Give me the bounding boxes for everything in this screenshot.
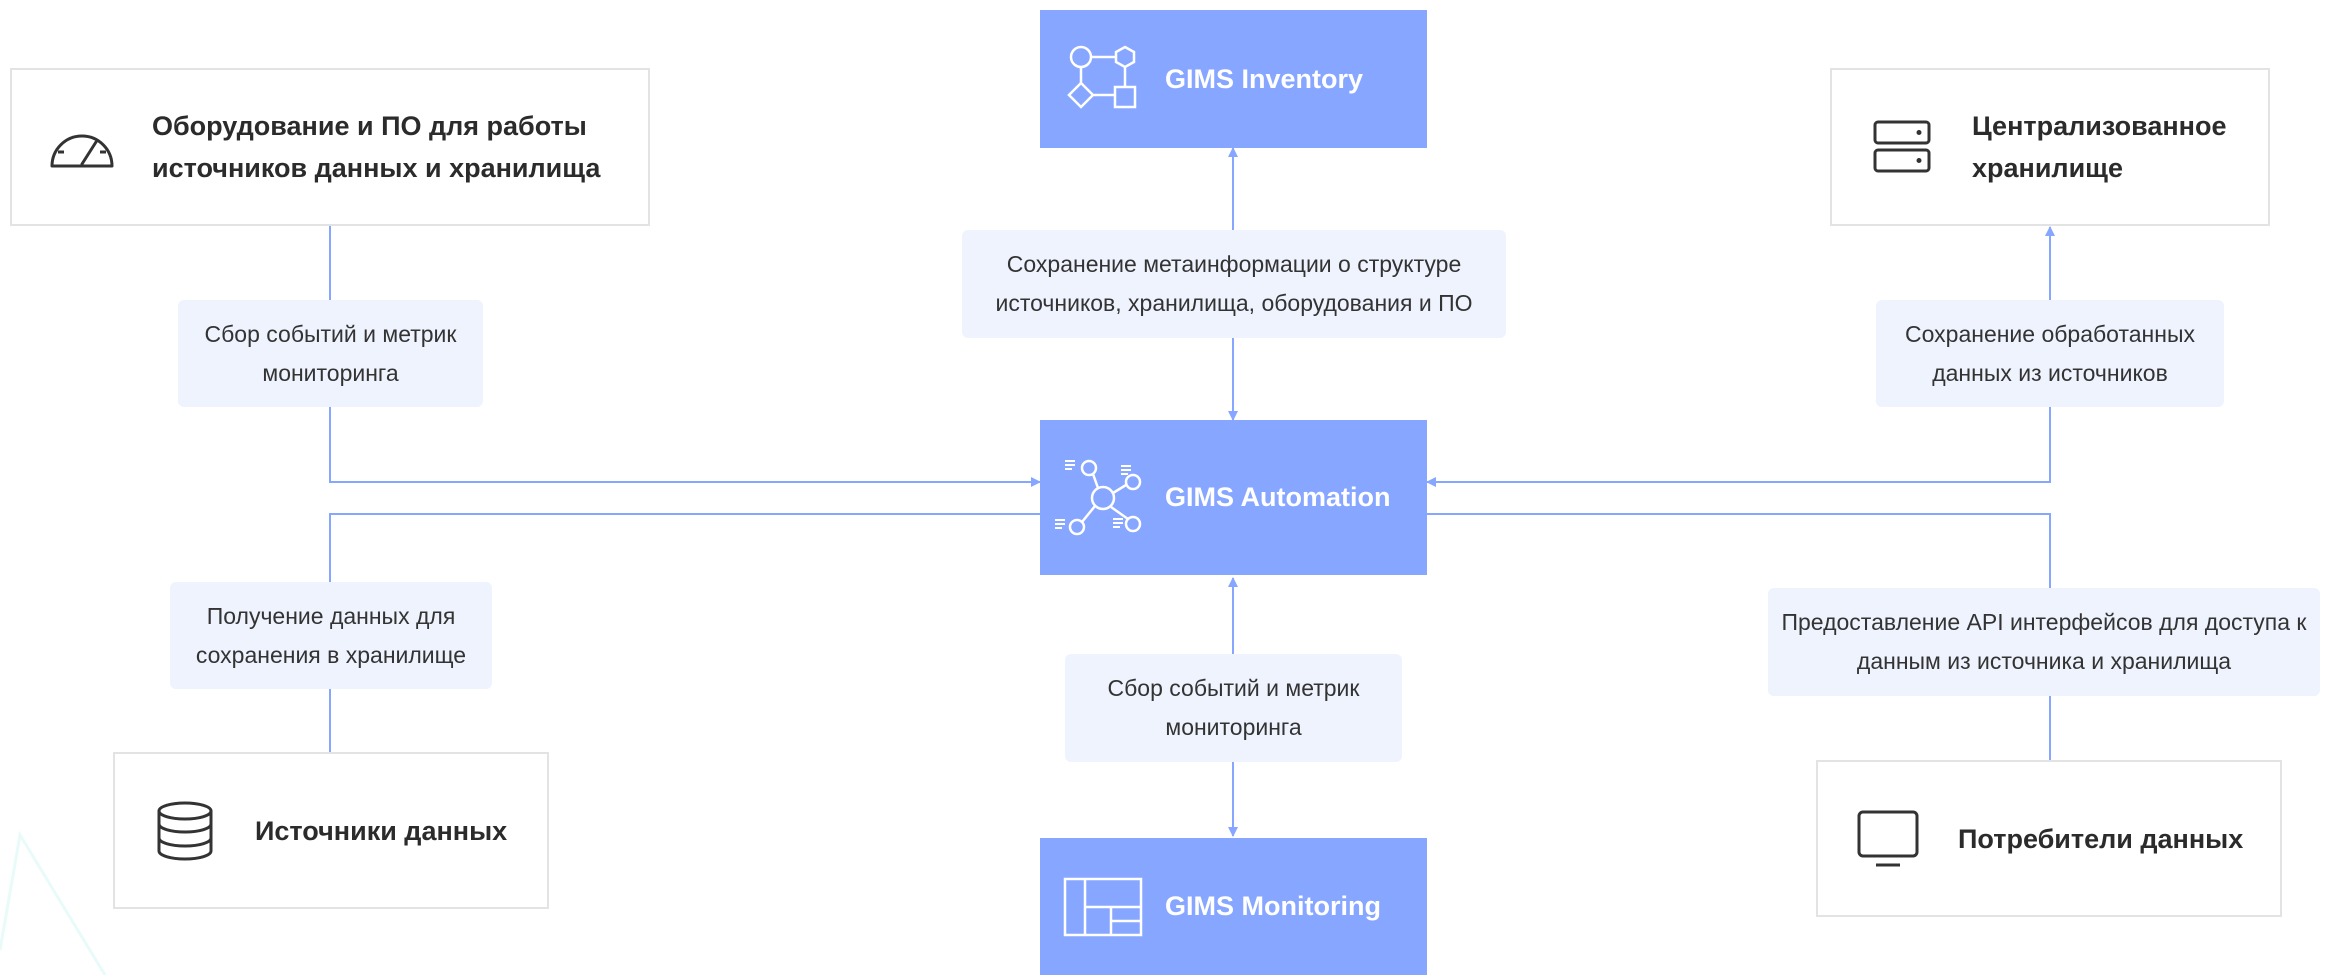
module-monitoring-label: GIMS Monitoring [1165, 891, 1381, 921]
node-hardware-label: Оборудование и ПО для работы источников … [152, 111, 601, 183]
monitor-icon [1818, 809, 1958, 869]
module-gims-automation: GIMS Automation [1040, 420, 1427, 575]
database-icon [115, 801, 255, 861]
node-data-sources: Источники данных [113, 752, 549, 909]
node-hardware-software: Оборудование и ПО для работы источников … [10, 68, 650, 226]
background-triangle-decoration [0, 830, 107, 975]
speedometer-icon [12, 122, 152, 172]
edge-label-collect-left: Сбор событий и метрик мониторинга [178, 300, 483, 407]
edge-label-metainfo: Сохранение метаинформации о структуре ис… [962, 230, 1506, 338]
node-central-storage: Централизованное хранилище [1830, 68, 2270, 226]
edge-label-get-data: Получение данных для сохранения в хранил… [170, 582, 492, 689]
module-inventory-label: GIMS Inventory [1165, 63, 1364, 94]
node-storage-label: Централизованное хранилище [1972, 111, 2227, 183]
module-gims-inventory: GIMS Inventory [1040, 10, 1427, 148]
edge-label-save-processed: Сохранение обработанных данных из источн… [1876, 300, 2224, 407]
node-data-consumers: Потребители данных [1816, 760, 2282, 917]
edge-label-collect-bottom: Сбор событий и метрик мониторинга [1065, 654, 1402, 762]
module-gims-monitoring: GIMS Monitoring [1040, 838, 1427, 975]
shapes-graph-icon [1040, 43, 1165, 115]
node-sources-label: Источники данных [255, 815, 508, 846]
network-icon [1040, 453, 1165, 543]
edge-label-api: Предоставление API интерфейсов для досту… [1768, 588, 2320, 696]
module-automation-label: GIMS Automation [1165, 482, 1391, 512]
server-icon [1832, 120, 1972, 174]
dashboard-layout-icon [1040, 877, 1165, 937]
node-consumers-label: Потребители данных [1958, 823, 2244, 854]
